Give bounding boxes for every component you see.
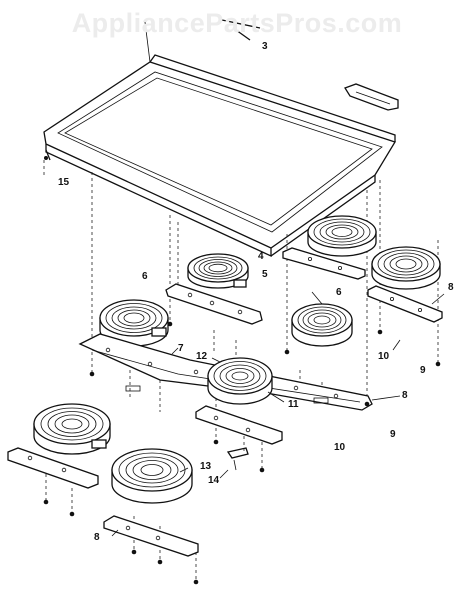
burner-element-bottom bbox=[111, 448, 193, 504]
callout-11: 11 bbox=[288, 399, 299, 410]
callout-6-left: 6 bbox=[142, 271, 148, 282]
callout-10-right: 10 bbox=[378, 351, 390, 362]
mounting-screws bbox=[43, 156, 441, 585]
burner-bracket-lower-left bbox=[7, 447, 99, 489]
trim-bracket bbox=[344, 83, 399, 111]
burner-bracket-long-upper bbox=[165, 283, 263, 325]
clip-part-13 bbox=[226, 447, 249, 471]
callout-14: 14 bbox=[208, 475, 220, 486]
screw-part-3 bbox=[144, 19, 261, 63]
callout-8-middle: 8 bbox=[402, 390, 408, 401]
watermark-text: AppliancePartsPros.com bbox=[71, 8, 403, 38]
burner-bracket-lower-center bbox=[195, 405, 283, 445]
callout-4: 4 bbox=[258, 251, 264, 262]
callout-8-right: 8 bbox=[448, 282, 454, 293]
callout-leaders bbox=[111, 291, 445, 537]
callout-3: 3 bbox=[262, 41, 268, 52]
callout-12: 12 bbox=[196, 351, 208, 362]
burner-element-center bbox=[207, 357, 273, 405]
callout-7: 7 bbox=[178, 343, 184, 354]
callout-10-middle: 10 bbox=[334, 442, 346, 453]
burner-element-upper-right bbox=[307, 215, 377, 257]
callout-6-right: 6 bbox=[336, 287, 342, 298]
callout-8-bottom: 8 bbox=[94, 532, 100, 543]
callout-15: 15 bbox=[58, 177, 70, 188]
callout-9-right: 9 bbox=[420, 365, 426, 376]
burner-bracket-upper-right bbox=[282, 247, 366, 280]
burner-bracket-far-right bbox=[367, 285, 443, 323]
callout-13: 13 bbox=[200, 461, 212, 472]
burner-element-far-right bbox=[371, 246, 441, 290]
callout-5: 5 bbox=[262, 269, 268, 280]
burner-bracket-bottom bbox=[103, 515, 199, 557]
screw-part-15 bbox=[43, 149, 51, 178]
burner-element-lower-left bbox=[33, 403, 111, 455]
burner-element-middle-right bbox=[291, 303, 353, 347]
callout-9-middle: 9 bbox=[390, 429, 396, 440]
burner-element-upper-left bbox=[187, 253, 249, 289]
